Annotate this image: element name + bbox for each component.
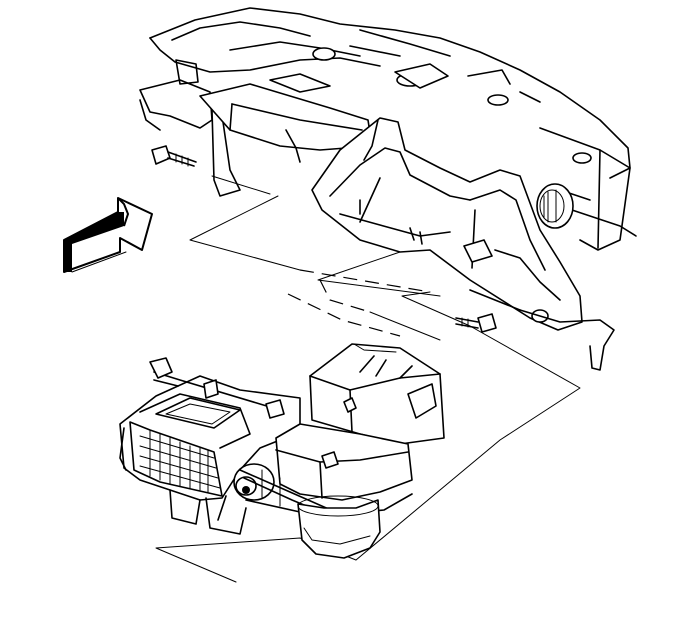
direction-arrow-icon: [63, 197, 153, 273]
bolt-icon: [455, 313, 497, 333]
dashboard-frame: [139, 7, 637, 371]
hvac-module: [119, 343, 445, 559]
bolt-icon: [151, 145, 197, 167]
